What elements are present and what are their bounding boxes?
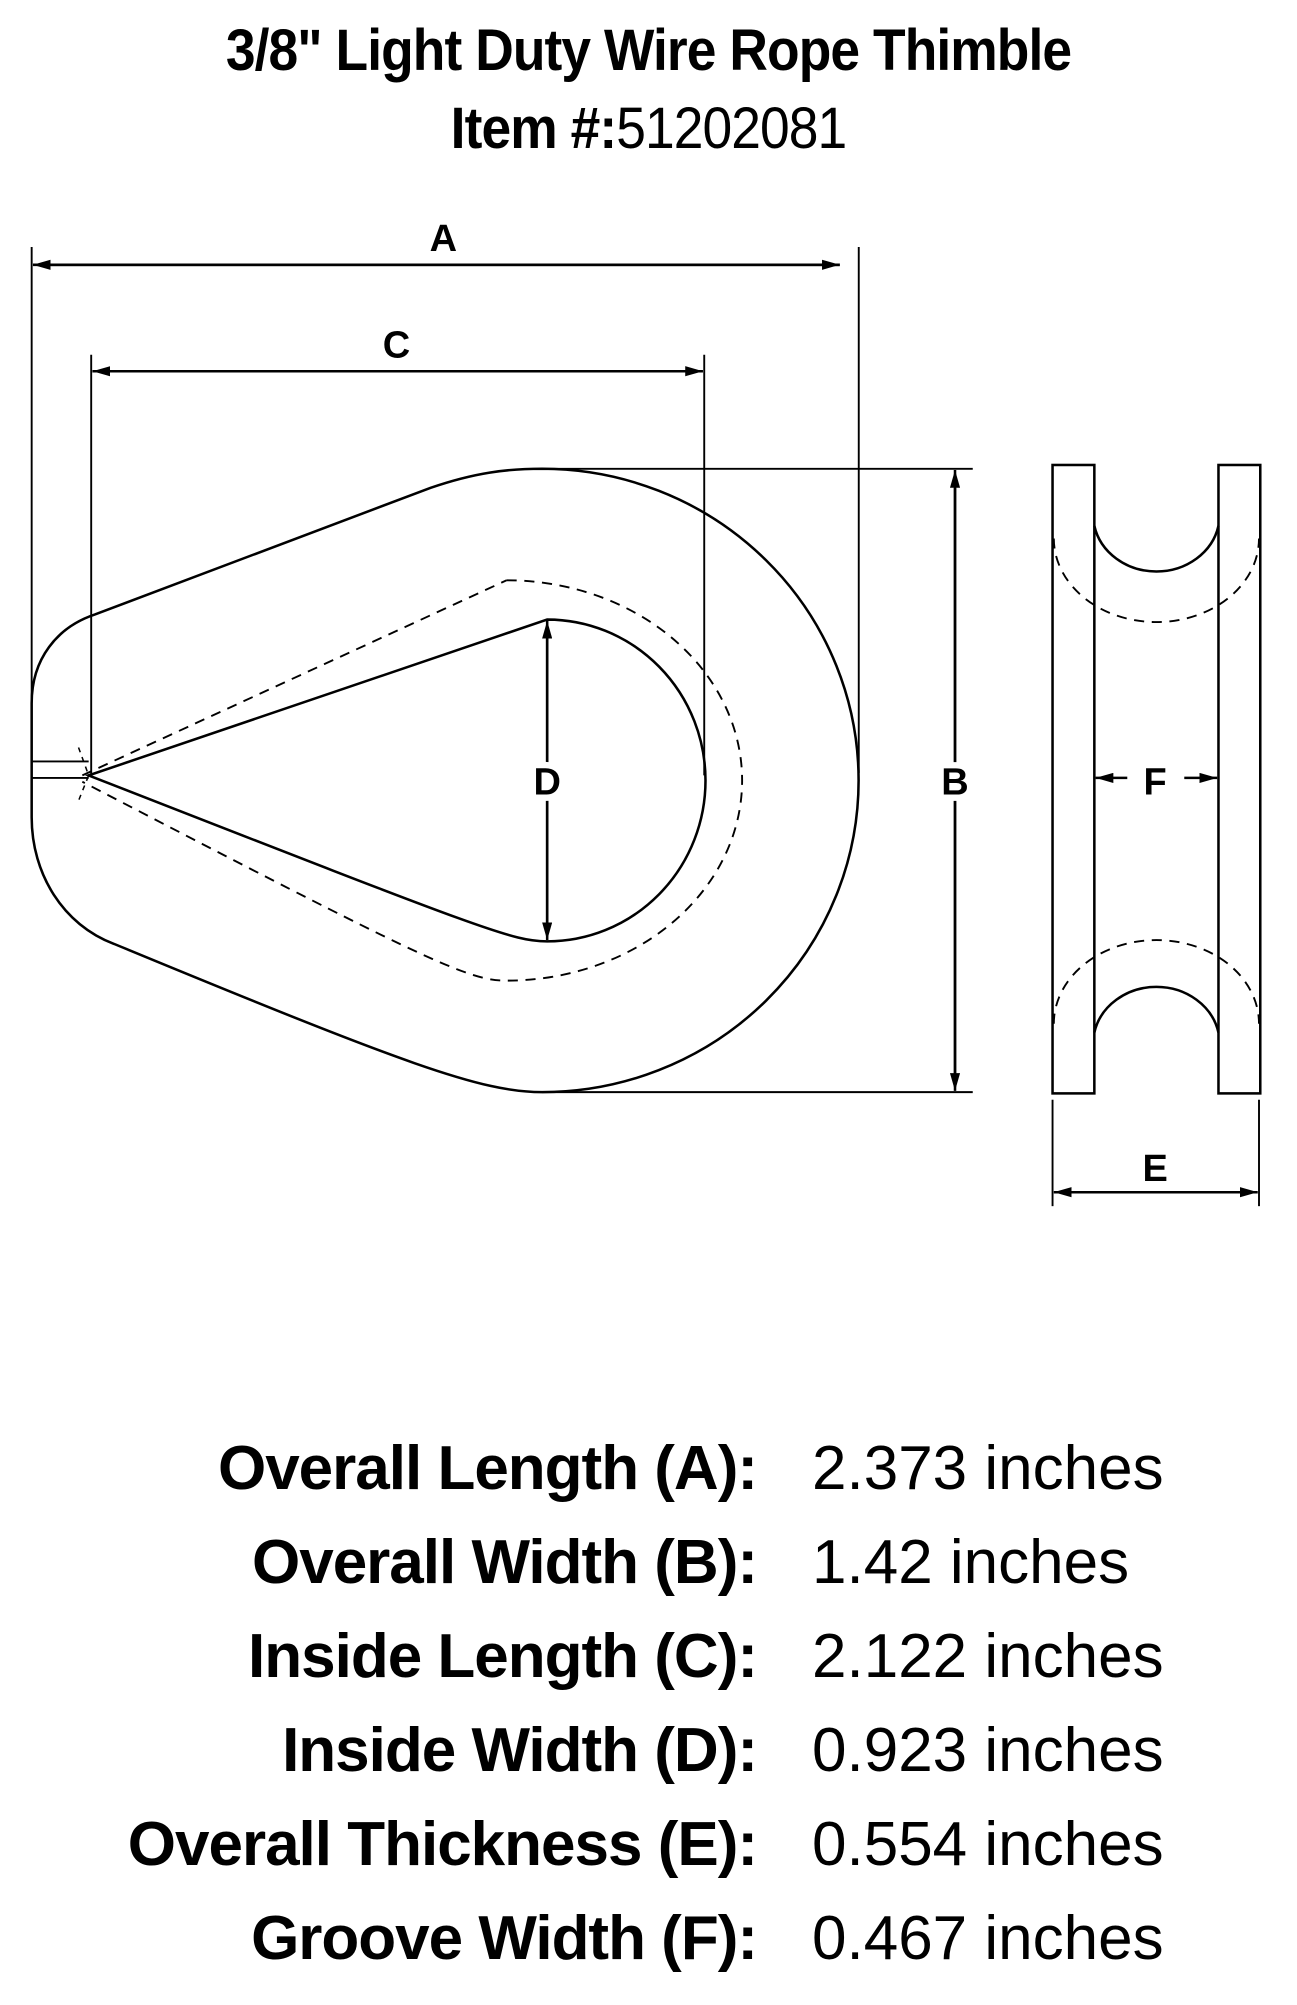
item-number: 51202081 [616, 96, 847, 161]
spec-row-overall-width: Overall Width (B): 1.42 inches [0, 1516, 1297, 1610]
spec-label: Inside Width (D): [282, 1716, 758, 1785]
spec-value: 2.122 inches [812, 1622, 1164, 1691]
spec-row-overall-thickness: Overall Thickness (E): 0.554 inches [0, 1798, 1297, 1892]
spec-row-inside-width: Inside Width (D): 0.923 inches [0, 1704, 1297, 1798]
front-view-outline [30, 467, 861, 1094]
product-title: 3/8" Light Duty Wire Rope Thimble [225, 18, 1072, 83]
spec-value: 0.923 inches [812, 1716, 1164, 1785]
spec-value: 1.42 inches [812, 1528, 1130, 1597]
spec-value: 0.554 inches [812, 1810, 1164, 1879]
spec-row-inside-length: Inside Length (C): 2.122 inches [0, 1610, 1297, 1704]
label-f: F [1144, 761, 1167, 803]
spec-label: Groove Width (F): [251, 1904, 758, 1973]
thimble-technical-drawing: A C B D F E [30, 218, 1262, 1207]
spec-row-groove-width: Groove Width (F): 0.467 inches [0, 1892, 1297, 1986]
spec-row-overall-length: Overall Length (A): 2.373 inches [0, 1422, 1297, 1516]
label-e: E [1142, 1148, 1167, 1190]
item-number-line: Item #:51202081 [52, 100, 1245, 158]
spec-value: 2.373 inches [812, 1434, 1164, 1503]
extension-lines [30, 247, 973, 1094]
spec-label: Overall Thickness (E): [127, 1810, 758, 1879]
spec-label: Overall Width (B): [251, 1528, 758, 1597]
side-view-outline [1051, 463, 1262, 1207]
label-a: A [430, 218, 457, 260]
item-number-prefix: Item #: [450, 96, 617, 161]
spec-value: 0.467 inches [812, 1904, 1164, 1973]
label-d: D [533, 761, 560, 803]
spec-label: Overall Length (A): [217, 1434, 758, 1503]
label-c: C [383, 324, 410, 366]
spec-label: Inside Length (C): [248, 1622, 758, 1691]
label-b: B [941, 761, 968, 803]
